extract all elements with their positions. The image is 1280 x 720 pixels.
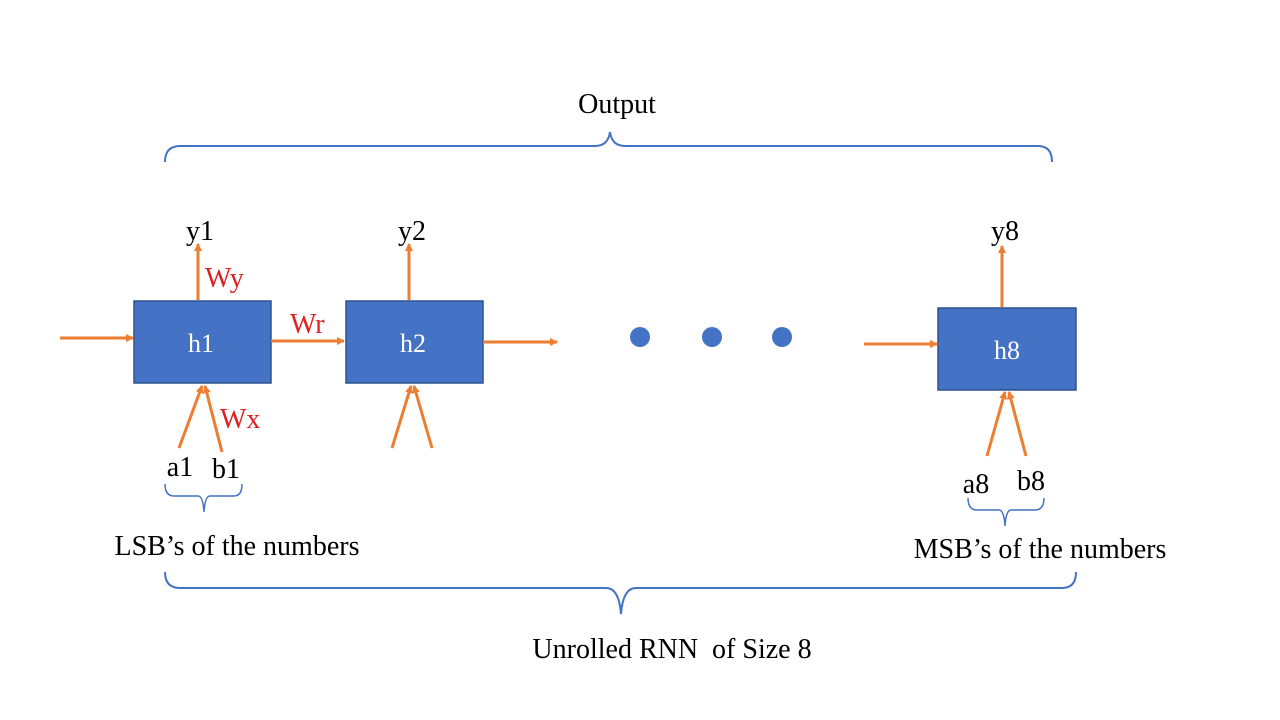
input-line-left-h2 <box>390 385 413 449</box>
ellipsis-dot <box>702 327 722 347</box>
hidden-box-h2 <box>345 300 484 384</box>
hidden-label-h2: h2 <box>400 329 426 358</box>
input-line-b8 <box>1006 391 1028 457</box>
msb-brace <box>967 497 1045 527</box>
hidden-label-h8: h8 <box>994 336 1020 365</box>
cell-h1: h1 y1 Wy Wx a1 b1 LSB’s of the numbers <box>60 216 360 562</box>
weight-wx: Wx <box>220 404 260 435</box>
output-y1: y1 <box>186 216 214 247</box>
input-line-b1 <box>202 385 224 453</box>
input-line-a1 <box>177 385 204 449</box>
weight-wy: Wy <box>205 263 244 294</box>
weight-wr: Wr <box>290 309 325 340</box>
lsb-label: LSB’s of the numbers <box>115 531 360 562</box>
input-line-right-h2 <box>412 385 434 449</box>
output-brace <box>164 131 1053 163</box>
output-y8: y8 <box>991 216 1019 247</box>
input-b1: b1 <box>212 454 240 485</box>
ellipsis-dot <box>772 327 792 347</box>
input-a1: a1 <box>167 452 193 483</box>
unrolled-label: Unrolled RNN of Size 8 <box>532 634 811 665</box>
input-b8: b8 <box>1017 466 1045 497</box>
cell-h8: h8 y8 a8 b8 MSB’s of the numbers <box>864 216 1166 565</box>
input-line-a8 <box>985 391 1007 457</box>
cell-h2: h2 y2 <box>345 216 558 449</box>
lsb-brace <box>164 483 243 513</box>
output-y2: y2 <box>398 216 426 247</box>
hidden-box-h8 <box>937 307 1077 391</box>
input-a8: a8 <box>963 469 989 500</box>
ellipsis-dot <box>630 327 650 347</box>
hidden-label-h1: h1 <box>188 329 214 358</box>
output-label: Output <box>578 89 656 120</box>
unrolled-brace <box>164 571 1077 615</box>
msb-label: MSB’s of the numbers <box>914 534 1167 565</box>
